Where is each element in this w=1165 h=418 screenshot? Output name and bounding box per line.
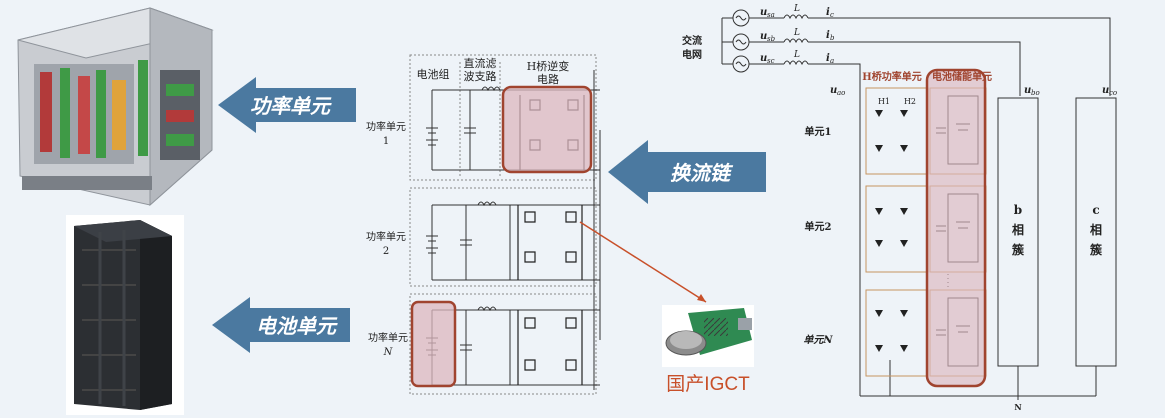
u-co-sub: co [1109,89,1117,97]
hbridge-switches-right [875,110,908,352]
unit1-number: 1 [383,136,389,147]
header-dc-filter-2: 波支路 [464,70,497,83]
igct-pointer-line [579,221,707,303]
battery-highlight [410,300,457,388]
battery-storage-label: 电池储能单元 [932,70,992,83]
unit2-number: 2 [383,246,389,257]
u-sc-label: u [760,53,767,64]
power-unit-photo [17,7,214,207]
cascade-circuit [409,54,601,395]
power-unit-arrow: 功率单元 [218,77,356,133]
grid-label-1: 交流 [682,34,702,47]
i-a-sub: a [830,57,834,65]
commutation-chain-arrow-label: 换流链 [670,161,734,185]
u-bo-sub: bo [1031,89,1040,97]
c-cluster-2: 相 [1090,222,1102,237]
b-cluster-2: 相 [1012,222,1024,237]
unitN-number: N [383,347,394,358]
c-cluster-3: 簇 [1089,242,1103,257]
system-diagram [721,9,1117,400]
neutral-label: N [1014,402,1021,412]
battery-unit-arrow: 电池单元 [212,297,350,353]
igct-photo [662,305,754,367]
b-cluster-3: 簇 [1011,242,1025,257]
u-bo-label: u [1024,85,1031,96]
h1-label: H1 [878,97,890,106]
L1-label: L [793,4,800,14]
u-sc-sub: sc [767,57,775,65]
hbridge-highlight [501,85,593,174]
L2-label: L [793,28,800,38]
battery-unit-photo [66,215,184,415]
header-hbridge-2: 电路 [537,73,559,86]
u-sb-sub: sb [767,35,776,43]
power-unit-arrow-label: 功率单元 [250,94,332,118]
igct-label: 国产IGCT [666,373,750,395]
h2-label: H2 [904,97,916,106]
grid-label-2: 电网 [682,48,702,61]
battery-unit-arrow-label: 电池单元 [256,314,338,338]
unit-2-label: 单元2 [805,220,832,233]
i-b-sub: b [830,34,835,42]
L3-label: L [793,50,800,60]
u-co-label: u [1102,85,1109,96]
header-dc-filter-1: 直流滤 [464,56,497,70]
u-ao-sub: ao [837,89,845,97]
unit-1-label: 单元1 [805,125,832,138]
u-ao-label: u [830,85,837,96]
i-c-label: i [826,7,830,18]
c-cluster-1: c [1092,203,1099,217]
igct-pointer-head [697,294,706,302]
hbridge-unit-label: H桥功率单元 [862,70,921,83]
i-c-sub: c [830,11,834,19]
unit2-label: 功率单元 [366,230,406,243]
battery-storage-highlight [925,68,987,388]
u-sa-label: u [760,7,767,18]
unit1-label: 功率单元 [366,120,406,133]
unitN-label: 功率单元 [368,331,408,344]
header-battery: 电池组 [417,67,450,81]
u-sa-sub: sa [767,11,775,19]
b-cluster-1: b [1014,203,1022,217]
commutation-chain-arrow: 换流链 [608,140,766,204]
u-sb-label: u [760,31,767,42]
i-b-label: i [826,30,830,41]
unit-n-label: 单元N [803,334,833,346]
header-hbridge-1: H桥逆变 [527,59,570,73]
i-a-label: i [826,53,830,64]
